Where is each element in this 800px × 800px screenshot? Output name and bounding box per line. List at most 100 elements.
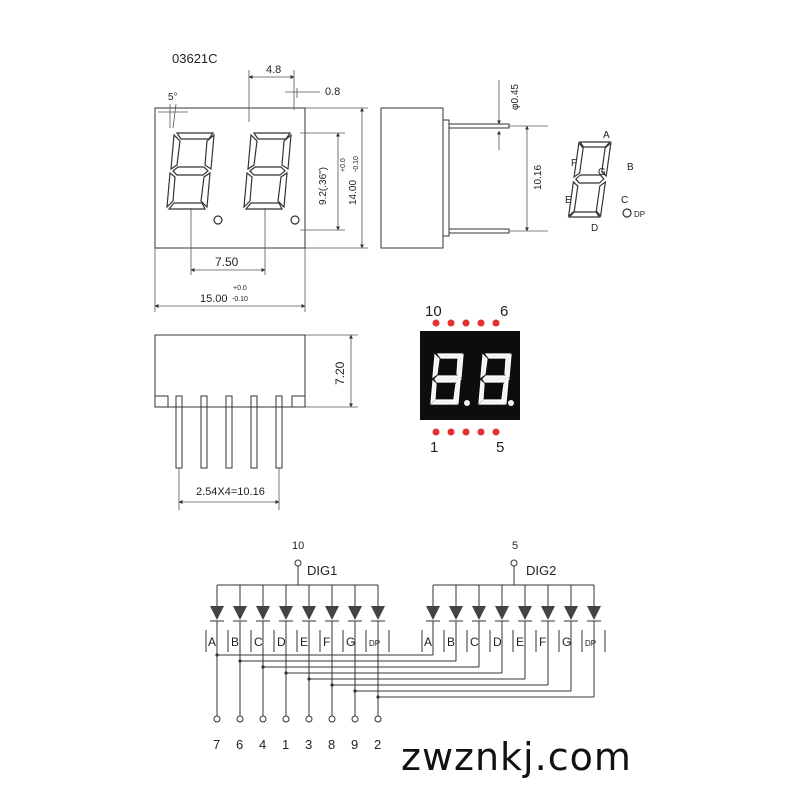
pin-number-7: 7 (213, 737, 220, 752)
diode-dig2-b (449, 606, 463, 620)
seg-label-dig1-a: A (208, 635, 216, 649)
bottom-body (154, 334, 306, 408)
dim-body-depth: 7.20 (333, 361, 347, 385)
pin-dot-bottom-2 (447, 428, 455, 436)
pin-number-4: 4 (259, 737, 266, 752)
side-pin-top (448, 123, 510, 129)
seg-label-dig2-dp: DP (585, 639, 596, 648)
diode-dig1-c (256, 606, 270, 620)
diode-dig2-c (472, 606, 486, 620)
diode-dig1-a (210, 606, 224, 620)
pin-dot-bottom-1 (432, 428, 440, 436)
pin-dot-top-5 (492, 319, 500, 327)
pin-terminal-9 (351, 715, 359, 723)
dim-pin-row-spacing: 10.16 (533, 165, 544, 190)
seg-label-dig2-b: B (447, 635, 455, 649)
dim-height-total: 14.00 (348, 180, 359, 205)
diode-dig1-f (325, 606, 339, 620)
legend-dp (622, 208, 632, 218)
part-number: 03621C (172, 51, 218, 66)
seg-label-dig1-b: B (231, 635, 239, 649)
junction-d (284, 671, 288, 675)
diode-dig1-g (348, 606, 362, 620)
dim-pin-pitch: 2.54X4=10.16 (196, 486, 265, 498)
pin-dot-top-2 (447, 319, 455, 327)
pin-dot-bottom-5 (492, 428, 500, 436)
dp-2 (290, 215, 300, 225)
dim-seg-width: 0.8 (325, 86, 340, 98)
segment-legend (567, 141, 612, 218)
pin-number-8: 8 (328, 737, 335, 752)
side-pin-bottom (448, 228, 510, 234)
pin-terminal-6 (236, 715, 244, 723)
legend-label-e: E (565, 195, 572, 206)
diode-dig2-a (426, 606, 440, 620)
dig1-terminal (294, 559, 302, 567)
bottom-pin-4 (250, 395, 258, 469)
pin-label-1: 1 (430, 439, 438, 456)
seg-label-dig1-d: D (277, 635, 286, 649)
dim-height-tol-minus: -0.10 (353, 156, 360, 172)
seg-label-dig2-a: A (424, 635, 432, 649)
dim-width-tol-plus: +0.0 (233, 285, 247, 292)
pin-label-6: 6 (500, 303, 508, 320)
legend-label-b: B (627, 162, 634, 173)
dig2-label: DIG2 (526, 563, 556, 578)
diode-dig2-e (518, 606, 532, 620)
pin-terminal-2 (374, 715, 382, 723)
dim-width-total: 15.00 (200, 293, 228, 305)
dim-angle: 5° (168, 92, 178, 103)
junction-a (215, 653, 219, 657)
diode-dig2-dp (587, 606, 601, 620)
led-dp-1 (464, 400, 470, 406)
side-body (380, 107, 444, 249)
dig2-terminal (510, 559, 518, 567)
seg-label-dig2-e: E (516, 635, 524, 649)
diode-dig1-dp (371, 606, 385, 620)
dig1-pin: 10 (292, 540, 304, 552)
pin-terminal-4 (259, 715, 267, 723)
pin-number-2: 2 (374, 737, 381, 752)
pin-dots (432, 319, 500, 436)
pin-number-3: 3 (305, 737, 312, 752)
junction-c (261, 665, 265, 669)
diode-dig1-e (302, 606, 316, 620)
digit-1-outline (166, 132, 215, 210)
dim-digit-height: 9.2(.36") (318, 167, 329, 205)
digit-2-outline (243, 132, 292, 210)
pin-terminal-3 (305, 715, 313, 723)
seg-label-dig1-e: E (300, 635, 308, 649)
junction-f (330, 683, 334, 687)
pin-terminal-1 (282, 715, 290, 723)
junction-dp (376, 695, 380, 699)
legend-label-a: A (603, 130, 610, 141)
diode-dig2-g (564, 606, 578, 620)
seg-label-dig2-f: F (539, 635, 546, 649)
diode-dig2-f (541, 606, 555, 620)
pin-label-10: 10 (425, 303, 442, 320)
junction-b (238, 659, 242, 663)
dim-digit-spacing: 7.50 (215, 255, 239, 269)
pin-dot-bottom-3 (462, 428, 470, 436)
legend-label-dp: DP (634, 210, 645, 219)
legend-label-c: C (621, 195, 628, 206)
dim-pin-dia: φ0.45 (510, 84, 521, 110)
front-body (154, 107, 306, 249)
dp-1 (213, 215, 223, 225)
watermark: zwznkj.com (401, 735, 632, 779)
legend-label-d: D (591, 223, 598, 234)
pin-terminal-8 (328, 715, 336, 723)
seg-label-dig1-f: F (323, 635, 330, 649)
diode-dig1-d (279, 606, 293, 620)
pin-dot-top-3 (462, 319, 470, 327)
bottom-pin-2 (200, 395, 208, 469)
pin-number-6: 6 (236, 737, 243, 752)
pin-terminal-7 (213, 715, 221, 723)
seg-label-dig1-g: G (346, 635, 355, 649)
dim-width-tol-minus: -0.10 (232, 296, 248, 303)
diode-dig2-d (495, 606, 509, 620)
seg-label-dig2-c: C (470, 635, 479, 649)
seg-label-dig1-dp: DP (369, 639, 380, 648)
